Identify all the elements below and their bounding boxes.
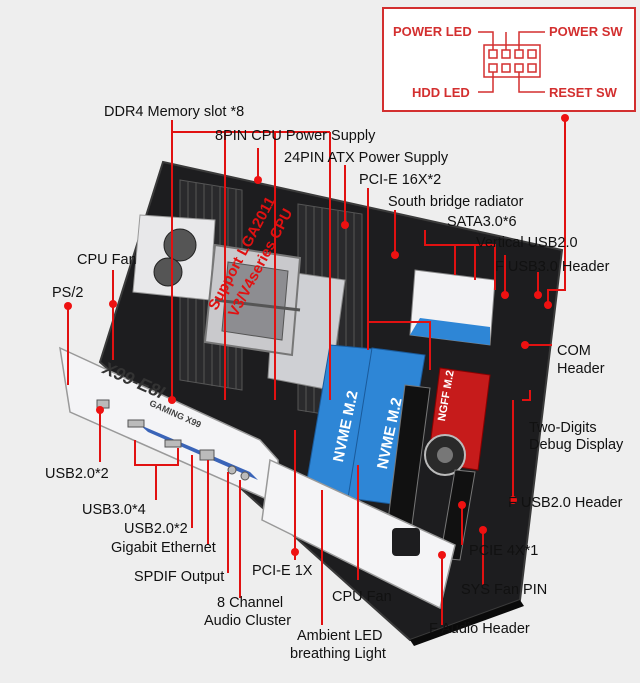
south-bridge-label: South bridge radiator (388, 194, 524, 210)
debug-label-1: Two-Digits (529, 420, 597, 436)
callout-dot-sys-fan (479, 526, 487, 534)
com-label-1: COM (557, 343, 591, 359)
callout-dot-pcie1 (291, 548, 299, 556)
vusb2-label: Vertical USB2.0 (476, 235, 578, 251)
fusb2-label: F USB2.0 Header (508, 495, 623, 511)
pcb-shadow (410, 600, 524, 646)
callout-dot-cpu-fan-top (109, 300, 117, 308)
callout-dot-fusb2 (509, 496, 517, 504)
audio-label-2: Audio Cluster (204, 613, 292, 629)
callout-dot-cpu-power (254, 176, 262, 184)
gbe-label: Gigabit Ethernet (111, 540, 216, 556)
cpu-power-label: 8PIN CPU Power Supply (215, 128, 376, 144)
pcie16-label: PCI-E 16X*2 (359, 172, 442, 188)
callout-dot-com (521, 341, 529, 349)
power-led-label: POWER LED (393, 24, 472, 39)
vrm-fan-2 (153, 257, 183, 287)
callout-dot-header-top (561, 114, 569, 122)
led-label-2: breathing Light (290, 646, 386, 662)
callout-dot-pcie4 (458, 501, 466, 509)
sys-fan-label: SYS Fan PIN (461, 582, 548, 598)
callout-dot-fusb3 (534, 291, 542, 299)
callout-dot-atx-power (341, 221, 349, 229)
cpu-fan-top-label: CPU Fan (77, 252, 137, 268)
callout-dot-ddr4 (168, 396, 176, 404)
callout-dot-f-audio (438, 551, 446, 559)
pcie-x4-slot (439, 469, 476, 561)
callout-lines (67, 118, 566, 625)
usb2b-label: USB2.0*2 (124, 521, 188, 537)
audio-label-1: 8 Channel (217, 595, 284, 611)
front-panel-header (478, 31, 545, 93)
callout-dot-south-bridge (391, 251, 399, 259)
callout-dot-usb2 (96, 406, 104, 414)
led-label-1: Ambient LED (297, 628, 383, 644)
f-audio-label: F Audio Header (429, 621, 530, 637)
cpu-fan-bottom-label: CPU Fan (332, 589, 392, 605)
hdd-led-label: HDD LED (412, 85, 470, 100)
callout-dot-vusb2 (501, 291, 509, 299)
debug-label-2: Debug Display (529, 437, 624, 453)
usb3-label: USB3.0*4 (82, 502, 146, 518)
pcie1-label: PCI-E 1X (252, 563, 313, 579)
ddr4-label: DDR4 Memory slot *8 (104, 104, 245, 120)
fusb3-label: F USB3.0 Header (495, 259, 610, 275)
callout-dot-front-panel (544, 301, 552, 309)
io-blue-accent (140, 425, 258, 480)
ps2-label: PS/2 (52, 285, 84, 301)
spdif-label: SPDIF Output (134, 569, 225, 585)
usb2-label: USB2.0*2 (45, 466, 109, 482)
com-label-2: Header (557, 361, 605, 377)
atx-power-label: 24PIN ATX Power Supply (284, 150, 449, 166)
sata-label: SATA3.0*6 (447, 214, 517, 230)
callout-dot-ps2 (64, 302, 72, 310)
reset-sw-label: RESET SW (549, 85, 617, 100)
pcie4-label: PCIE 4X*1 (469, 543, 539, 559)
vrm-fan-1 (163, 228, 197, 262)
front-panel-box (382, 7, 636, 112)
io-square-cutout (392, 528, 420, 556)
power-sw-label: POWER SW (549, 24, 623, 39)
